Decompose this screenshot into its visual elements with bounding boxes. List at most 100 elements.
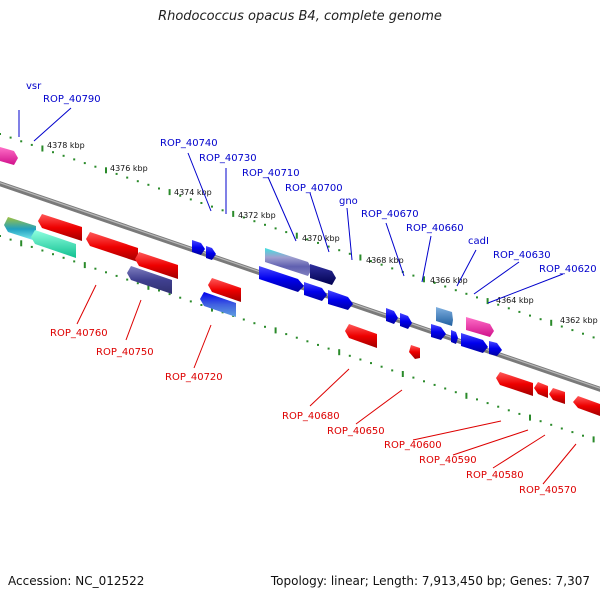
gene-arrow-ROP_40750[interactable]: [135, 252, 178, 279]
gene-arrow-ROP_40750-b[interactable]: [127, 266, 172, 294]
gene-arrow-ROP_40600[interactable]: [496, 372, 533, 396]
scale-tick: [465, 292, 468, 295]
gene-arrow-olive[interactable]: [4, 217, 36, 241]
gene-arrow-ROP_40700[interactable]: [310, 264, 336, 285]
gene-arrow-ROP_40660[interactable]: [386, 308, 398, 324]
scale-tick: [41, 249, 44, 252]
gene-arrow-teal[interactable]: [31, 230, 76, 258]
gene-arrow-cadI-b[interactable]: [431, 324, 446, 340]
gene-label-ROP_40660[interactable]: ROP_40660: [406, 223, 464, 234]
scale-tick: [507, 307, 510, 310]
gene-label-ROP_40650[interactable]: ROP_40650: [327, 426, 385, 437]
gene-arrow-ROP_40590[interactable]: [534, 382, 548, 398]
gene-arrow-ROP_40630-b[interactable]: [451, 330, 458, 344]
scale-tick: [41, 145, 44, 152]
gene-label-ROP_40580[interactable]: ROP_40580: [466, 470, 524, 481]
scale-tick: [497, 303, 500, 306]
scale-tick: [444, 387, 447, 390]
gene-arrow-ROP_40730[interactable]: [206, 246, 216, 260]
gene-label-cadI[interactable]: cadI: [468, 236, 489, 247]
scale-tick: [168, 189, 171, 196]
kbp-label: 4364 kbp: [496, 296, 534, 305]
scale-tick: [348, 354, 351, 357]
gene-arrow-cadI[interactable]: [436, 307, 453, 326]
scale-tick: [253, 322, 256, 325]
gene-label-ROP_40630[interactable]: ROP_40630: [493, 250, 551, 261]
scale-tick: [200, 202, 203, 204]
gene-label-ROP_40570[interactable]: ROP_40570: [519, 485, 577, 496]
gene-label-ROP_40680[interactable]: ROP_40680: [282, 411, 340, 422]
scale-tick: [454, 289, 457, 292]
gene-arrow-ROP_40760[interactable]: [38, 214, 82, 241]
gene-arrow-ROP_40760-b[interactable]: [86, 232, 138, 262]
gene-arrow-ROP_40670[interactable]: [328, 290, 353, 310]
scale-tick: [592, 436, 595, 443]
gene-label-ROP_40620[interactable]: ROP_40620: [539, 264, 597, 275]
gene-arrow-ROP_40620-b[interactable]: [489, 341, 502, 356]
scale-tick: [486, 298, 489, 305]
scale-tick: [348, 252, 351, 255]
scale-tick: [391, 267, 394, 270]
gene-arrow-ROP_40580[interactable]: [549, 388, 565, 404]
scale-tick: [242, 318, 245, 321]
scale-tick: [317, 343, 319, 346]
scale-tick: [200, 304, 203, 306]
gene-label-ROP_40710[interactable]: ROP_40710: [242, 168, 300, 179]
gene-label-ROP_40740[interactable]: ROP_40740: [160, 138, 218, 149]
gene-label-ROP_40700[interactable]: ROP_40700: [285, 183, 343, 194]
gene-arrow-ROP_40630[interactable]: [466, 317, 494, 337]
gene-arrow-ROP_40650[interactable]: [409, 345, 420, 359]
gene-arrow-ROP_40720-b[interactable]: [200, 292, 236, 317]
scale-tick: [30, 143, 33, 146]
scale-tick: [433, 383, 436, 386]
gene-label-ROP_40720[interactable]: ROP_40720: [165, 372, 223, 383]
scale-tick: [423, 276, 425, 283]
gene-arrow-ROP_40570[interactable]: [573, 396, 600, 416]
scale-tick: [73, 158, 76, 161]
gene-label-ROP_40750[interactable]: ROP_40750: [96, 347, 154, 358]
scale-tick: [274, 327, 277, 334]
gene-arrow-vsr[interactable]: [0, 147, 18, 165]
scale-tick: [73, 260, 76, 263]
scale-tick: [0, 235, 1, 237]
scale-tick: [539, 420, 542, 423]
gene-arrow-ROP_40620[interactable]: [461, 333, 488, 353]
scale-tick: [147, 283, 150, 290]
kbp-label: 4362 kbp: [560, 316, 598, 325]
scale-tick: [327, 245, 330, 248]
scale-tick: [136, 282, 139, 285]
gene-arrow-ROP_40680[interactable]: [345, 324, 377, 348]
scale-tick: [391, 369, 394, 372]
scale-tick: [94, 165, 97, 168]
scale-tick: [285, 333, 288, 336]
bottom-gene-labels: ROP_40760 ROP_40750 ROP_40720 ROP_40680 …: [50, 328, 577, 496]
gene-label-vsr[interactable]: vsr: [26, 81, 42, 92]
scale-tick: [105, 271, 107, 274]
gene-arrow-gno[interactable]: [304, 282, 327, 301]
gene-arrow-ROP_40710-b[interactable]: [259, 266, 304, 292]
gene-label-gno[interactable]: gno: [339, 196, 358, 207]
gene-label-ROP_40590[interactable]: ROP_40590: [419, 455, 477, 466]
gene-label-ROP_40760[interactable]: ROP_40760: [50, 328, 108, 339]
scale-tick: [423, 380, 425, 383]
gene-label-ROP_40600[interactable]: ROP_40600: [384, 440, 442, 451]
scale-tick: [264, 325, 266, 328]
scale-tick: [9, 238, 12, 241]
gene-arrow-ROP_40710[interactable]: [265, 248, 312, 276]
gene-label-ROP_40670[interactable]: ROP_40670: [361, 209, 419, 220]
gene-label-ROP_40790[interactable]: ROP_40790: [43, 94, 101, 105]
scale-tick: [274, 227, 277, 230]
scale-tick: [317, 241, 319, 244]
scale-tick: [571, 431, 574, 434]
gene-label-ROP_40730[interactable]: ROP_40730: [199, 153, 257, 164]
gene-arrow-ROP_40720[interactable]: [208, 278, 241, 302]
scale-tick: [433, 281, 436, 284]
bottom-leader-lines: [76, 284, 577, 485]
gene-arrow-ROP_40740[interactable]: [192, 240, 205, 255]
scale-tick: [380, 263, 383, 266]
gene-arrow-ROP_40660-b[interactable]: [400, 313, 412, 329]
scale-tick: [486, 402, 489, 405]
forward-strand-genes: [0, 147, 502, 356]
scale-tick: [295, 336, 298, 339]
